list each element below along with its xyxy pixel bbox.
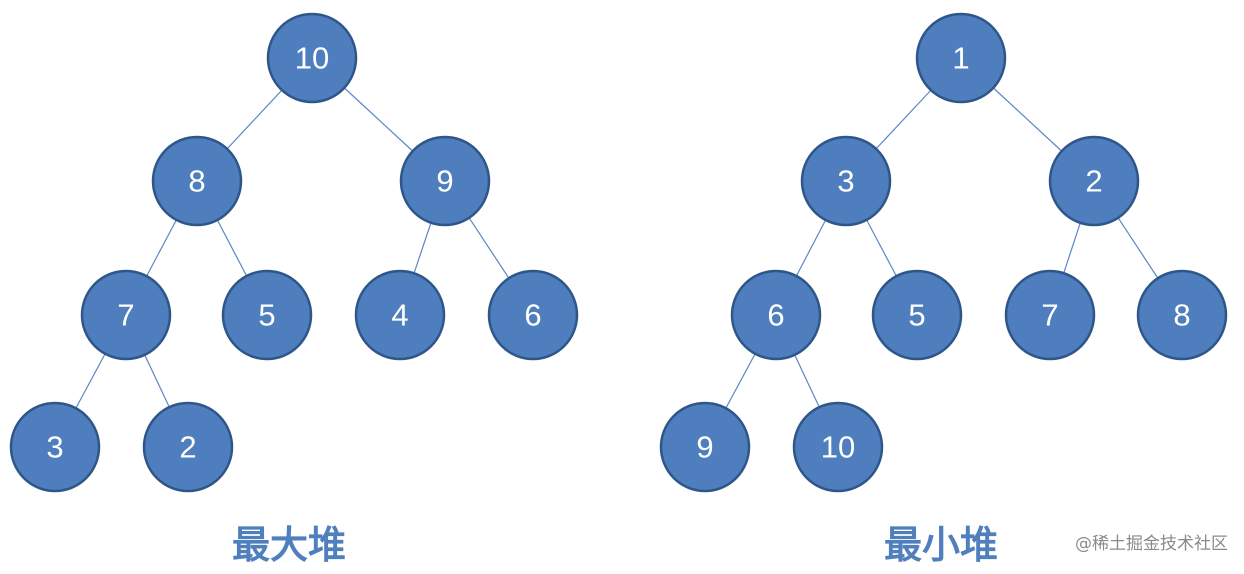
max-heap-node-label: 2: [179, 430, 196, 465]
max-heap-node-circle: [9, 401, 101, 493]
min-heap-edge: [795, 219, 827, 277]
max-heap-node-circle: [266, 12, 358, 104]
max-heap-node-label: 10: [295, 41, 329, 76]
min-heap-node-label: 5: [908, 298, 925, 333]
min-heap-edge: [875, 89, 932, 150]
min-heap-edge: [992, 87, 1063, 152]
max-heap-node: 4: [354, 269, 446, 361]
min-heap-node: 1: [915, 12, 1007, 104]
max-heap-node-label: 6: [524, 298, 541, 333]
min-heap-node: 3: [800, 135, 892, 227]
max-heap-node-circle: [399, 135, 491, 227]
min-heap-node-label: 10: [821, 430, 855, 465]
max-heap-node: 9: [399, 135, 491, 227]
max-heap-edge: [144, 354, 170, 408]
min-heap-node-circle: [1048, 135, 1140, 227]
min-heap-node-circle: [1136, 269, 1228, 361]
max-heap-node-circle: [354, 269, 446, 361]
min-heap-node: 6: [730, 269, 822, 361]
min-heap-edge: [725, 353, 756, 409]
min-heap-edge: [1117, 217, 1159, 279]
min-heap-node-circle: [659, 401, 751, 493]
max-heap-edge: [146, 219, 177, 277]
watermark: @稀土掘金技术社区: [1075, 534, 1228, 554]
min-heap-edge: [794, 354, 820, 408]
max-heap-node-circle: [142, 401, 234, 493]
min-heap-node-label: 8: [1173, 298, 1190, 333]
max-heap-node: 8: [151, 135, 243, 227]
min-heap-node: 5: [871, 269, 963, 361]
max-heap-edge: [226, 89, 283, 150]
max-heap-edge: [216, 219, 248, 277]
min-heap-node-label: 6: [767, 298, 784, 333]
max-heap-node-label: 4: [391, 298, 408, 333]
min-heap-node: 9: [659, 401, 751, 493]
max-heap-title: 最大堆: [232, 523, 347, 567]
max-heap-node-label: 8: [188, 164, 205, 199]
max-heap-node: 10: [266, 12, 358, 104]
max-heap-node: 3: [9, 401, 101, 493]
max-heap-node-circle: [487, 269, 579, 361]
min-heap-node-label: 2: [1085, 164, 1102, 199]
min-heap-node-circle: [1004, 269, 1096, 361]
max-heap-node: 5: [221, 269, 313, 361]
max-heap-node-circle: [80, 269, 172, 361]
min-heap-node-circle: [915, 12, 1007, 104]
max-heap-node-label: 7: [117, 298, 134, 333]
max-heap-node: 7: [80, 269, 172, 361]
max-heap-node-label: 5: [258, 298, 275, 333]
max-heap-edge: [343, 87, 414, 152]
min-heap-node: 2: [1048, 135, 1140, 227]
max-heap-node: 6: [487, 269, 579, 361]
min-heap-title: 最小堆: [884, 523, 999, 567]
min-heap-node-label: 7: [1041, 298, 1058, 333]
min-heap-edge: [1063, 222, 1081, 274]
min-heap-node-circle: [792, 401, 884, 493]
max-heap-node-circle: [151, 135, 243, 227]
min-heap-node-label: 3: [837, 164, 854, 199]
min-heap-node: 10: [792, 401, 884, 493]
min-heap-node: 7: [1004, 269, 1096, 361]
min-heap-node-circle: [800, 135, 892, 227]
max-heap-edge: [468, 217, 510, 279]
min-heap-node: 8: [1136, 269, 1228, 361]
max-heap-edge: [75, 353, 106, 409]
min-heap-node-label: 9: [696, 430, 713, 465]
max-heap-node-label: 9: [436, 164, 453, 199]
min-heap-node-label: 1: [952, 41, 969, 76]
max-heap-node-label: 3: [46, 430, 63, 465]
edges-layer: [75, 87, 1159, 409]
nodes-layer: 10 8 9 7 5 4 6 3 2 1 3 2 6 5 7 8 9 10: [9, 12, 1228, 493]
min-heap-node-circle: [730, 269, 822, 361]
max-heap-edge: [413, 222, 432, 274]
max-heap-node: 2: [142, 401, 234, 493]
min-heap-edge: [866, 219, 897, 277]
min-heap-node-circle: [871, 269, 963, 361]
max-heap-node-circle: [221, 269, 313, 361]
